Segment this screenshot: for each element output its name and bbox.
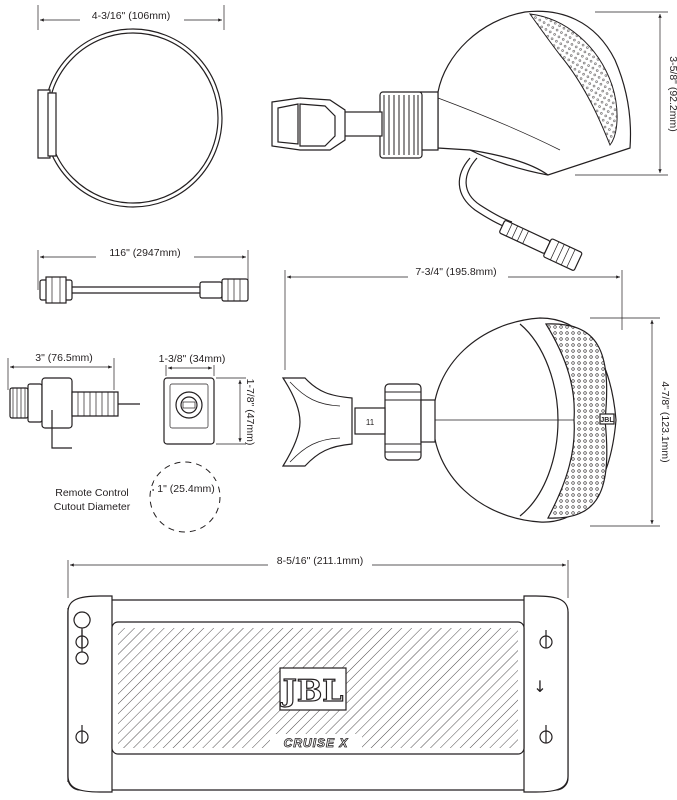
remote-length-label: 3" (76.5mm) <box>35 352 92 364</box>
speaker-front-view: 7-3/4" (195.8mm) 4-7/8" (123.1mm) JBL 11 <box>281 266 671 527</box>
remote-side-view: 3" (76.5mm) <box>7 351 140 449</box>
speaker-front-height-label: 4-7/8" (123.1mm) <box>659 381 671 462</box>
amp-width-label: 8-5/16" (211.1mm) <box>277 555 363 567</box>
speaker-bracket-mark: 11 <box>366 418 375 427</box>
amp-arrow-icon: ↓ <box>533 677 546 696</box>
speaker-side-view: 3-5/8" (92.2mm) <box>271 10 677 271</box>
cutout-diameter-label: 1" (25.4mm) <box>157 483 214 495</box>
remote-height-label: 1-7/8" (47mm) <box>244 379 256 446</box>
jbl-logo: JBL <box>280 674 344 709</box>
cutout-caption-line1: Remote Control <box>55 487 129 499</box>
model-name: CRUISE X <box>284 736 349 750</box>
cutout-view: 1" (25.4mm) Remote Control Cutout Diamet… <box>54 461 221 533</box>
mount-keyhole-icon <box>73 611 553 744</box>
speaker-front-brand: JBL <box>600 417 614 424</box>
ring-width-label: 4-3/16" (106mm) <box>92 10 170 22</box>
amplifier-view: 8-5/16" (211.1mm) ↓ JBL CRUISE X <box>67 554 569 793</box>
jbl-logo-plate <box>279 667 347 711</box>
cable-view: 116" (2947mm) <box>37 246 249 304</box>
remote-front-view: 1-3/8" (34mm) 1-7/8" (47mm) <box>159 353 256 445</box>
speaker-side-height-label: 3-5/8" (92.2mm) <box>667 56 677 132</box>
remote-width-label: 1-3/8" (34mm) <box>159 353 226 365</box>
cutout-caption-line2: Cutout Diameter <box>54 501 131 513</box>
mounting-ring-view: 4-3/16" (106mm) <box>37 5 225 208</box>
speaker-front-width-label: 7-3/4" (195.8mm) <box>415 266 496 278</box>
cable-length-label: 116" (2947mm) <box>109 247 180 259</box>
